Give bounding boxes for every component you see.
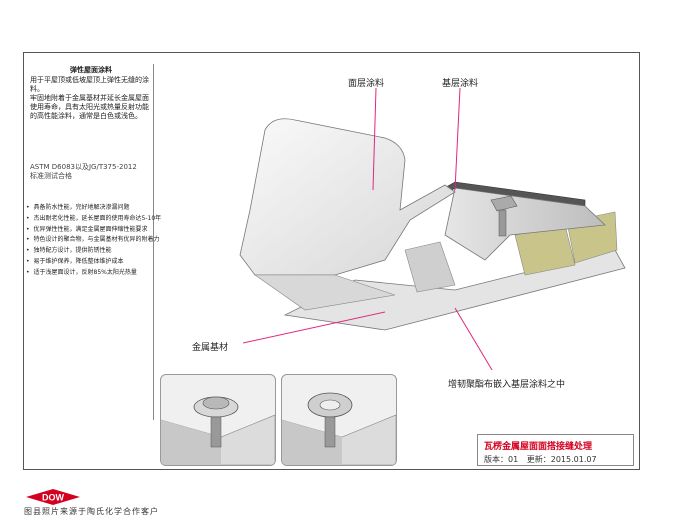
washer-detail-graphic [282,392,396,465]
fastener-screw [490,195,518,237]
fabric-lap [404,241,456,293]
feature-item: 特色设计的聚合物，与金属基材有优异的附着力 [26,235,206,246]
standard-line-1: ASTM D6083以及JG/T375-2012 [30,163,137,171]
update-date: 更新：2015.01.07 [526,455,597,464]
callout-metal-substrate: 金属基材 [192,343,229,353]
feature-item: 适于浅屋面设计，反射85%太阳光热量 [26,268,206,279]
logo-text: DOW [42,493,65,503]
product-heading: 弹性屋面涂料 [70,66,112,74]
drawing-frame [23,52,640,470]
callout-top-coat: 面层涂料 [348,79,385,89]
callout-line-top-coat [372,87,377,191]
standard-note: ASTM D6083以及JG/T375-2012 标准测试合格 [30,163,155,181]
callout-line-base-coat [454,87,461,191]
drawing-title: 瓦楞金属屋面面搭接缝处理 [484,442,593,452]
callout-base-coat: 基层涂料 [442,79,479,89]
standard-line-2: 标准测试合格 [30,172,72,180]
detail-view-nut [160,374,276,466]
callout-line-fabric [454,307,493,370]
product-description: 弹性屋面涂料 用于平屋顶或低坡屋顶上弹性无缝的涂料。 牢固地附着于金属基材并延长… [30,66,152,121]
version-label: 版本：01 [484,455,519,464]
detail-view-washer [281,374,397,466]
product-desc-2: 牢固地附着于金属基材并延长金属屋面使用寿命，具有太阳光或热量反射功能的高性能涂料… [30,94,149,120]
drawing-meta: 版本：01 更新：2015.01.07 [484,454,603,465]
product-desc-1: 用于平屋顶或低坡屋顶上弹性无缝的涂料。 [30,76,149,93]
top-coat-rib [239,118,456,276]
feature-item: 杰出耐老化性能，延长屋面的使用寿命达5-10年 [26,214,206,225]
feature-item: 优异弹性性能，满足金属屋面伸缩性能要求 [26,225,206,236]
callout-fabric: 增韧聚酯布嵌入基层涂料之中 [448,380,566,390]
feature-item: 易于维护保养，降低整体维护成本 [26,257,206,268]
dow-logo-icon: DOW [26,489,80,505]
nut-detail-graphic [161,396,275,465]
feature-item: 具备防水性能，完好地解决渗漏问题 [26,203,206,214]
top-coat-left-flank [254,274,396,311]
feature-item: 独特配方设计，提供防锈性能 [26,246,206,257]
photo-credit: 图县照片来源于陶氏化学合作客户 [24,507,159,516]
metal-panel-right [444,187,606,261]
feature-list: 具备防水性能，完好地解决渗漏问题 杰出耐老化性能，延长屋面的使用寿命达5-10年… [26,203,206,279]
callout-line-substrate [242,311,386,344]
roof-seam-illustration [239,87,626,370]
title-block: 瓦楞金属屋面面搭接缝处理 版本：01 更新：2015.01.07 [477,434,634,466]
